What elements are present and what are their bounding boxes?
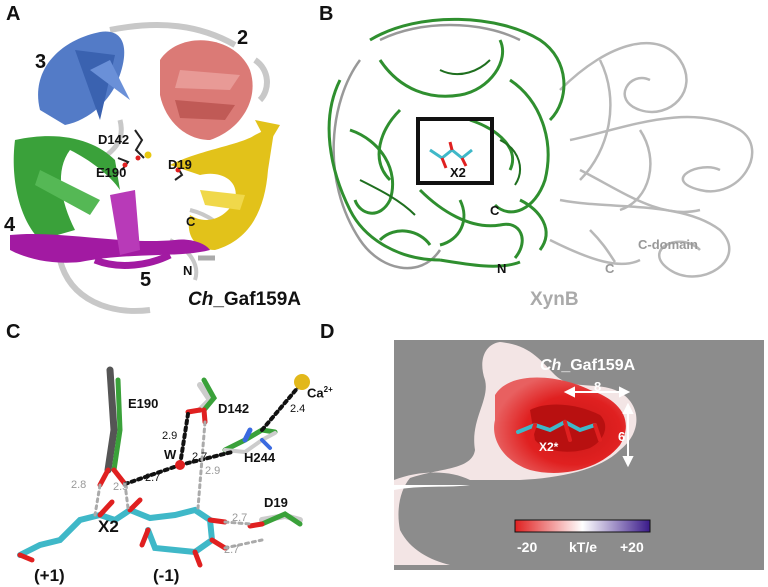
subsite-plus1-label: (+1) [34, 566, 65, 585]
domain-2-label: 2 [237, 27, 249, 49]
c-terminus-label: C [186, 214, 196, 229]
panel-b-letter: B [319, 3, 334, 25]
residue-d19-label-c: D19 [264, 495, 288, 510]
c-domain-label: C-domain [638, 237, 698, 252]
panel-c-letter: C [6, 321, 21, 343]
ligand-x2-label-c: X2 [98, 517, 119, 536]
residue-e190-label: E190 [96, 165, 127, 180]
panel-d-letter: D [320, 321, 335, 343]
distance-label: 2.7 [145, 472, 161, 484]
water-label: W [164, 447, 177, 462]
residue-d19-label: D19 [168, 157, 192, 172]
distance-label: 2.9 [205, 465, 221, 477]
distance-label: 2.7 [232, 512, 248, 524]
scale-min-label: -20 [517, 539, 538, 555]
subsite-minus1-label: (-1) [153, 566, 180, 585]
distance-label: 2.8 [71, 479, 87, 491]
distance-label: 2.5 [113, 481, 129, 493]
domain-5-label: 5 [140, 269, 152, 291]
n-terminus-label-b: N [497, 261, 507, 276]
distance-label: 2.7 [224, 544, 240, 556]
n-terminus-label: N [183, 263, 193, 278]
distance-label: 2.9 [162, 430, 178, 442]
ligand-x2-label-d: X2* [539, 440, 559, 454]
residue-d142-label-c: D142 [218, 401, 250, 416]
scale-max-label: +20 [620, 539, 644, 555]
ligand-x2-label-b: X2 [450, 165, 466, 180]
dimension-height-label: 6 [618, 429, 626, 444]
panel-a-letter: A [6, 3, 21, 25]
scale-unit-label: kT/e [569, 539, 598, 555]
domain-4-label: 4 [4, 214, 16, 236]
distance-label: 2.4 [290, 403, 306, 415]
c-terminus-label-b: C [490, 203, 500, 218]
protein-name-b: XynB [530, 289, 579, 310]
residue-h244-label-c: H244 [244, 450, 276, 465]
protein-name-a: Ch_Gaf159A [188, 289, 301, 310]
residue-d142-label: D142 [98, 132, 130, 147]
c-terminus-label-b2: C [605, 261, 615, 276]
protein-name-d: Ch_Gaf159A [540, 357, 636, 374]
dimension-width-label: 8 [594, 379, 602, 394]
distance-label: 2.7 [192, 451, 208, 463]
calcium-label: Ca2+ [307, 385, 333, 401]
residue-e190-label-c: E190 [128, 396, 159, 411]
domain-3-label: 3 [35, 51, 47, 73]
